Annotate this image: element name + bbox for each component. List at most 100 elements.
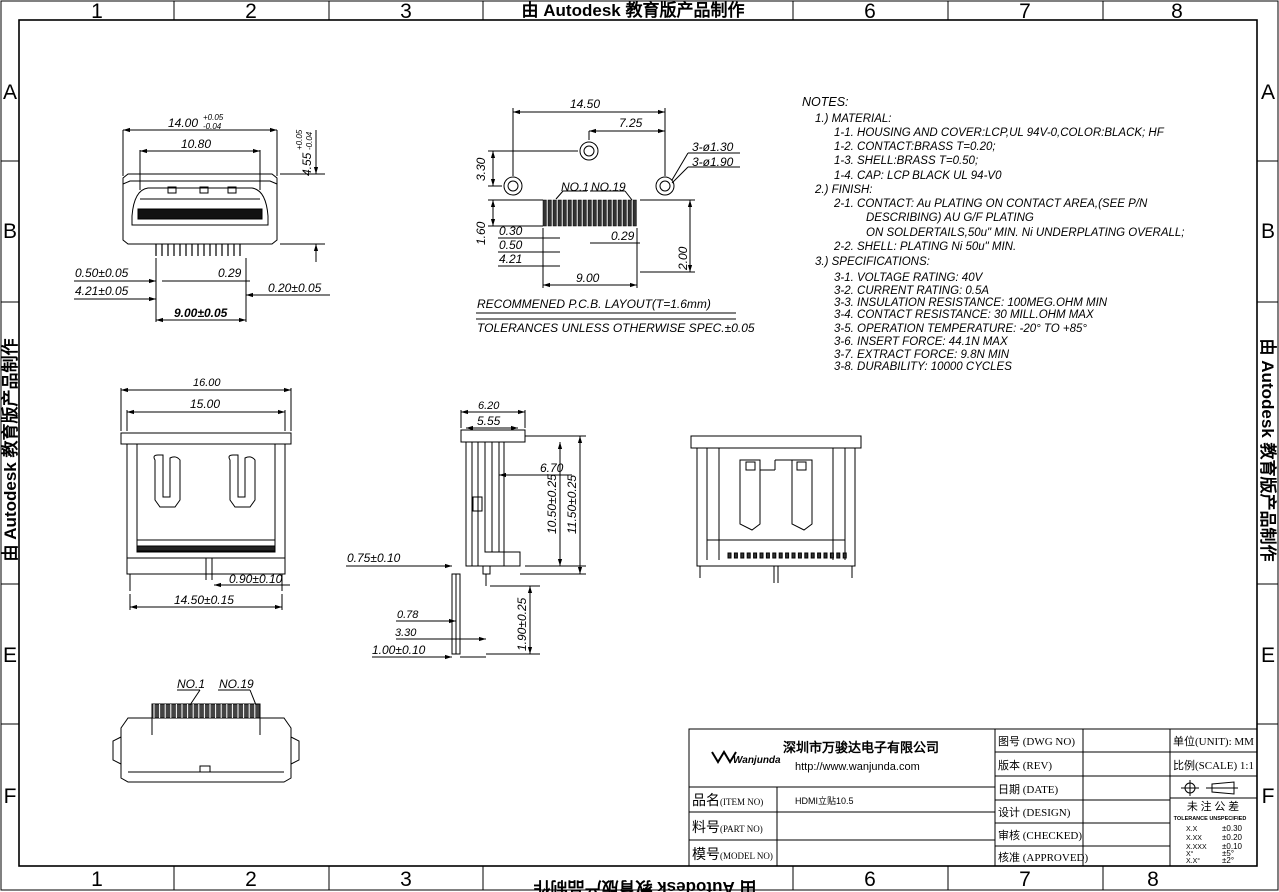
rear-pins — [727, 552, 847, 559]
tol-title: 未 注 公 差 — [1187, 799, 1239, 813]
company-url: http://www.wanjunda.com — [795, 761, 920, 773]
unit-label: 单位(UNIT): MM — [1173, 734, 1254, 748]
model-label-en: (MODEL NO) — [720, 851, 773, 861]
model-label: 模号(MODEL NO) — [692, 847, 773, 863]
pcb-pad — [542, 199, 547, 227]
note-1: 1.) MATERIAL: — [815, 113, 891, 125]
note-2-1b: DESCRIBING) AU G/F PLATING — [866, 212, 1034, 224]
pcb-pad — [617, 199, 622, 227]
col-label-2-bottom: 2 — [245, 868, 257, 891]
rear-pin — [791, 552, 796, 559]
watermark-top: 由 Autodesk 教育版产品制作 — [522, 0, 745, 20]
col-label-6: 6 — [864, 0, 876, 23]
col-label-7-bottom: 7 — [1019, 868, 1031, 891]
pcb-pad — [562, 199, 567, 227]
item-label: 品名(ITEM NO) — [692, 793, 763, 809]
watermark-bottom: 由 Autodesk 教育版产品制作 — [534, 878, 757, 892]
rear-pin — [823, 552, 828, 559]
row-label-b: B — [3, 220, 17, 243]
front-dim-1400-tolp: +0.05 — [203, 113, 224, 122]
rear-pin — [842, 552, 847, 559]
part-label-cn: 料号 — [692, 820, 720, 836]
pcb-pads — [542, 199, 637, 227]
col-label-8: 8 — [1171, 0, 1183, 23]
pcb-dim-1450: 14.50 — [570, 97, 600, 111]
row-label-f: F — [4, 785, 17, 808]
rear-pin — [740, 552, 745, 559]
row-label-a-right: A — [1261, 81, 1275, 104]
pcb-dim-725: 7.25 — [619, 116, 643, 130]
rear-pin — [746, 552, 751, 559]
rear-pin — [733, 552, 738, 559]
note-2-2: 2-2. SHELL: PLATING Ni 50u" MIN. — [833, 241, 1016, 253]
side-dim-620: 6.20 — [478, 400, 500, 412]
title-block — [688, 728, 1258, 867]
front-dim-455m: -0.04 — [305, 131, 314, 150]
note-3-2: 3-2. CURRENT RATING: 0.5A — [834, 285, 989, 297]
rear-pin — [785, 552, 790, 559]
side-dim-330: 3.30 — [395, 627, 417, 639]
note-3-7: 3-7. EXTRACT FORCE: 9.8N MIN — [834, 349, 1010, 361]
rear-pin — [778, 552, 783, 559]
bottom-no1: NO.1 — [177, 677, 205, 691]
side-dim-190: 1.90±0.25 — [515, 597, 529, 651]
row-label-b-right: B — [1261, 220, 1275, 243]
bottom-view — [112, 689, 300, 783]
note-3-1: 3-1. VOLTAGE RATING: 40V — [834, 272, 984, 284]
pcb-caption: RECOMMENED P.C.B. LAYOUT(T=1.6mm) — [477, 297, 711, 311]
pcb-pad — [627, 199, 632, 227]
pcb-pad — [587, 199, 592, 227]
pcb-pad — [612, 199, 617, 227]
col-label-2: 2 — [245, 0, 257, 23]
col-label-6-bottom: 6 — [864, 868, 876, 891]
col-label-1: 1 — [91, 0, 103, 23]
scale-label: 比例(SCALE) 1:1 — [1173, 758, 1254, 772]
rear-pin — [836, 552, 841, 559]
wanjunda-logo-icon — [711, 750, 737, 764]
watermark-right: 由 Autodesk 教育版产品制作 — [1258, 339, 1278, 562]
note-1-4: 1-4. CAP: LCP BLACK UL 94-V0 — [834, 170, 1002, 182]
pcb-no1: NO.1 — [561, 180, 589, 194]
note-3-5: 3-5. OPERATION TEMPERATURE: -20° TO +85° — [834, 323, 1087, 335]
pcb-dim-900: 9.00 — [576, 271, 600, 285]
note-3-4: 3-4. CONTACT RESISTANCE: 30 MILL.OHM MAX — [834, 309, 1095, 321]
tol-row-1-key: X.X — [1186, 826, 1198, 833]
top-dim-1450: 14.50±0.15 — [174, 593, 234, 607]
rear-pin — [727, 552, 732, 559]
front-dim-050: 0.50±0.05 — [75, 266, 129, 280]
approved-label: 核准 (APPROVED) — [998, 850, 1088, 864]
tol-row-3-key: X.XXX — [1186, 844, 1207, 851]
bottom-pins — [153, 704, 256, 718]
pcb-pad — [597, 199, 602, 227]
side-dim-075: 0.75±0.10 — [347, 551, 401, 565]
pcb-pad — [592, 199, 597, 227]
tol-row-1-val: ±0.30 — [1222, 824, 1243, 833]
col-label-3-bottom: 3 — [400, 868, 412, 891]
note-1-2: 1-2. CONTACT:BRASS T=0.20; — [834, 141, 996, 153]
pcb-pad — [632, 199, 637, 227]
pcb-pad — [572, 199, 577, 227]
rear-pin — [753, 552, 758, 559]
note-2-1: 2-1. CONTACT: Au PLATING ON CONTACT AREA… — [833, 198, 1148, 210]
side-dim-1150: 11.50±0.25 — [565, 475, 579, 534]
pcb-dim-190: 3-ø1.90 — [692, 155, 734, 169]
pcb-pad — [582, 199, 587, 227]
tol-sub: TOLERANCE UNSPECIFIED — [1174, 816, 1247, 822]
pcb-pad — [557, 199, 562, 227]
pcb-pad — [602, 199, 607, 227]
front-dim-421: 4.21±0.05 — [75, 284, 129, 298]
part-label-en: (PART NO) — [720, 824, 763, 834]
pcb-dim-421: 4.21 — [499, 252, 522, 266]
note-3-3: 3-3. INSULATION RESISTANCE: 100MEG.OHM M… — [834, 297, 1108, 309]
front-dim-029: 0.29 — [218, 266, 242, 280]
pcb-dim-130: 3-ø1.30 — [692, 140, 734, 154]
pcb-pad — [622, 199, 627, 227]
pcb-dim-200: 2.00 — [676, 246, 690, 271]
item-label-en: (ITEM NO) — [720, 797, 763, 807]
side-dim-078: 0.78 — [397, 609, 419, 621]
logo-text: Wanjunda — [733, 755, 781, 766]
checked-label: 审核 (CHECKED) — [998, 828, 1082, 842]
rear-pin — [772, 552, 777, 559]
